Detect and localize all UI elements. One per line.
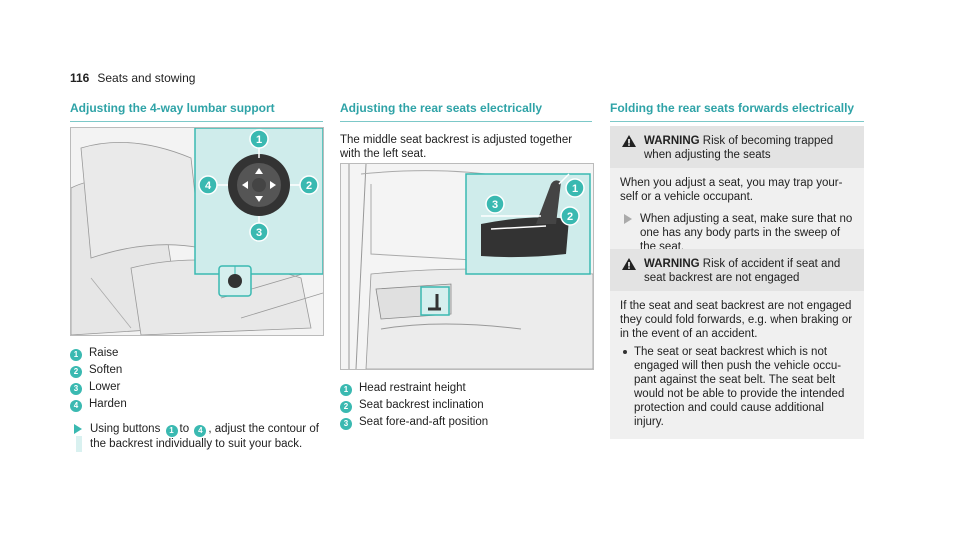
- fold-seats-heading: Folding the rear seats forwards electric…: [610, 101, 864, 122]
- svg-text:3: 3: [492, 199, 498, 211]
- rear-seats-heading: Adjusting the rear seats electrically: [340, 101, 592, 122]
- rear-seats-intro: The middle seat backrest is adjusted tog…: [340, 134, 573, 160]
- svg-text:2: 2: [306, 180, 312, 192]
- fold-seats-section: Folding the rear seats forwards electric…: [610, 101, 864, 122]
- rear-seats-section: Adjusting the rear seats electrically Th…: [340, 101, 592, 161]
- warning-icon: [622, 258, 636, 270]
- svg-text:1: 1: [572, 183, 578, 195]
- warning-header: WARNING Risk of accident if seat and sea…: [610, 249, 864, 291]
- action-arrow-icon: [74, 424, 82, 434]
- svg-text:1: 1: [256, 134, 262, 146]
- lumbar-section: Adjusting the 4-way lumbar support: [70, 101, 323, 122]
- warning-body: If the seat and seat backrest are not en…: [610, 291, 864, 439]
- warning-box-accident: WARNING Risk of accident if seat and sea…: [610, 249, 864, 439]
- page-number: 116: [70, 71, 90, 85]
- lumbar-heading: Adjusting the 4-way lumbar support: [70, 101, 323, 122]
- page-header: 116 Seats and stowing: [70, 71, 195, 85]
- lumbar-illustration: 1 2 3 4: [70, 127, 324, 336]
- action-arrow-icon: [624, 214, 632, 224]
- action-step: When adjusting a seat, make sure that no…: [620, 212, 854, 254]
- svg-text:4: 4: [205, 180, 212, 192]
- warning-icon: [622, 135, 636, 147]
- rear-seats-illustration: 1 2 3: [340, 163, 594, 370]
- svg-text:2: 2: [567, 211, 573, 223]
- warning-box-trapped: WARNING Risk of becoming trapped when ad…: [610, 126, 864, 264]
- warning-body: When you adjust a seat, you may trap you…: [610, 168, 864, 264]
- svg-text:3: 3: [256, 227, 262, 239]
- list-item: The seat or seat backrest which is not e…: [620, 345, 854, 429]
- section-title: Seats and stowing: [97, 71, 196, 85]
- warning-header: WARNING Risk of becoming trapped when ad…: [610, 126, 864, 168]
